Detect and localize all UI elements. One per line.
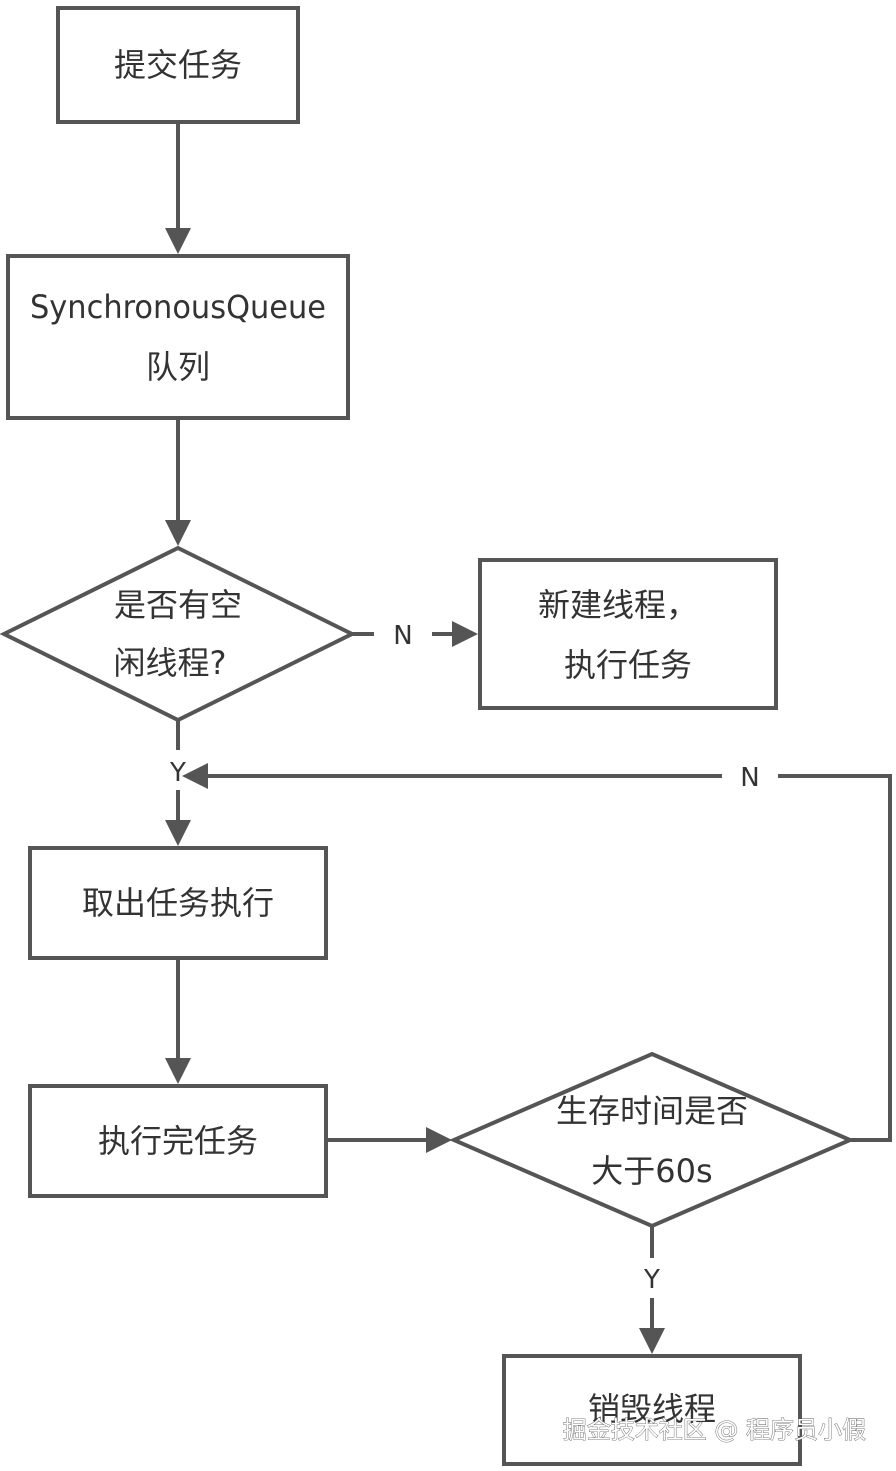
watermark: 掘金技术社区 @ 程序员小假 (563, 1416, 866, 1444)
idle-question-line2: 闲线程? (114, 644, 227, 682)
arrowhead-idle-question (165, 520, 191, 546)
alive-question-line1: 生存时间是否 (556, 1092, 748, 1130)
arrowhead-queue (165, 228, 191, 254)
edge-label-alive-no: N (740, 763, 759, 793)
node-idle-thread-question (0, 545, 357, 723)
node-destroy-thread (502, 1354, 802, 1466)
arrowhead-destroy-thread (639, 1328, 665, 1354)
alive-question-line2: 大于60s (591, 1152, 712, 1190)
edge-label-idle-yes: Y (169, 758, 186, 788)
queue-label-line2: 队列 (146, 348, 210, 386)
arrowhead-alive-question (426, 1127, 452, 1153)
node-finish-task (28, 1084, 328, 1198)
finish-task-label: 执行完任务 (98, 1122, 258, 1160)
arrowhead-finish-task (165, 1058, 191, 1084)
edge-label-alive-yes: Y (643, 1265, 660, 1295)
arrowhead-take-task (165, 820, 191, 846)
node-synchronous-queue (6, 254, 350, 420)
arrowhead-loop-return (182, 763, 208, 789)
take-task-label: 取出任务执行 (82, 884, 274, 922)
idle-question-line1: 是否有空 (114, 586, 242, 624)
edge-alive-no-loop (778, 774, 892, 1142)
new-thread-line2: 执行任务 (564, 646, 692, 684)
new-thread-line1: 新建线程， (538, 586, 698, 624)
node-take-task (28, 846, 328, 960)
queue-label-line1: SynchronousQueue (30, 288, 326, 326)
edge-label-idle-no: N (393, 621, 412, 651)
node-alive-time-question (448, 1051, 856, 1229)
node-new-thread (478, 558, 778, 710)
node-submit-task (56, 6, 300, 124)
submit-task-label: 提交任务 (114, 46, 242, 84)
arrowhead-new-thread (452, 621, 478, 647)
destroy-thread-label: 销毁线程 (588, 1390, 716, 1428)
